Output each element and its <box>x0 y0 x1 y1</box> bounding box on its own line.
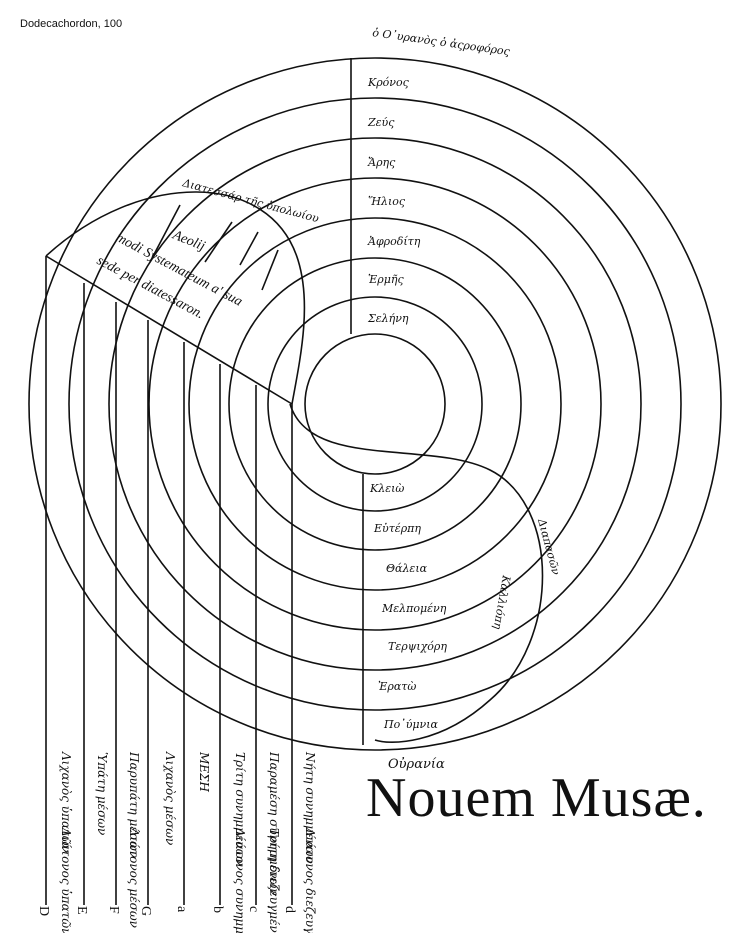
planet-labels: Κρόνος Ζεύς Ἄρης Ἥλιος Ἀφροδίτη Ἑρμῆς Σε… <box>367 76 421 325</box>
diapason-label: Διαπασῶν <box>535 516 563 576</box>
diatessaron-arc <box>45 191 306 405</box>
pitch-letter: E <box>74 906 89 915</box>
pointer-tick <box>149 204 181 263</box>
pointer-tick <box>261 249 279 291</box>
ring-ares <box>148 177 602 631</box>
column-label: Νήτη συνημμένων <box>303 751 317 864</box>
ring-helios <box>188 217 562 591</box>
page-caption: Dodecachordon, 100 <box>20 18 123 30</box>
column-label: Παραμέση συνημμένων <box>267 751 281 896</box>
column-label-bottom: Διάτονος διεζευγμένων <box>303 827 317 933</box>
column-label: Λιχανὸς ὑπατῶν <box>59 751 73 853</box>
sky-label: ὁ Ο᾽υρανὸς ὁ ἀςροφόρος <box>372 26 512 58</box>
muse-label: Θάλεια <box>386 562 428 575</box>
pitch-letter: G <box>138 906 153 916</box>
column-label: Τρίτη συνημμένων <box>233 752 247 866</box>
latin-line-2: sede per diatessaron. <box>94 253 206 322</box>
ring-kronos <box>68 97 682 711</box>
column-labels: Λιχανὸς ὑπατῶν Ὑπάτη μέσων Παρυπάτη μέσω… <box>59 751 317 896</box>
column-labels-bottom: Διάτονος ὑπατῶν Διάτονος μέσων Διάτονος … <box>59 827 317 933</box>
pitch-letter: b <box>210 906 225 913</box>
muse-label: Τερψιχόρη <box>388 640 447 653</box>
column-label: Παρυπάτη μέσων <box>127 751 141 858</box>
muse-label: Εὐτέρπη <box>373 522 421 535</box>
pointer-tick <box>239 231 259 266</box>
muse-labels: Κλειὼ Εὐτέρπη Θάλεια Μελπομένη Τερψιχόρη… <box>369 482 447 731</box>
planet-label: Κρόνος <box>367 76 410 89</box>
planet-label: Ἥλιος <box>368 195 406 208</box>
column-label-bottom: Διάτονος συνημμένων <box>233 827 247 933</box>
column-label: Λιχανὸς μέσων <box>163 751 177 845</box>
planet-label: Ζεύς <box>367 116 395 129</box>
figure-title: Nouem Musæ. <box>366 767 707 829</box>
column-label-bottom: Τρίτη διεζευγμένων <box>267 828 281 933</box>
ring-hermes <box>267 296 483 512</box>
muse-label: Κλειὼ <box>369 482 404 495</box>
column-label-bottom: Διάτονος μέσων <box>127 827 141 928</box>
outer-circle <box>28 57 722 751</box>
planet-label: Ἄρης <box>367 156 396 169</box>
planet-label: Ἑρμῆς <box>368 273 404 286</box>
column-label: Ὑπάτη μέσων <box>95 752 109 835</box>
planet-label: Σελήνη <box>367 312 409 325</box>
diatessaron-label: Διατεσσάρ τῆς ὑπολωίου <box>180 176 320 225</box>
pitch-letter: D <box>36 906 51 916</box>
planet-label: Ἀφροδίτη <box>367 235 421 248</box>
muse-label: Πο᾽ύμνια <box>383 718 439 731</box>
pitch-letters: D E F G a b c d <box>36 906 297 916</box>
column-label: ΜΕΣΗ <box>197 751 211 793</box>
column-label-bottom: Διάτονος ὑπατῶν <box>59 827 73 933</box>
kalliope-label: Καλλιόπη <box>491 573 513 630</box>
pointer-tick <box>204 221 233 263</box>
diapason-arc <box>289 403 544 743</box>
diatessaron-chord <box>45 255 293 405</box>
pitch-letter: F <box>106 906 121 914</box>
muse-label: Ἐρατὼ <box>378 680 416 693</box>
urania-label: Οὐρανία <box>388 757 445 772</box>
pitch-letter: a <box>174 906 189 913</box>
muse-label: Μελπομένη <box>381 602 447 615</box>
pitch-letter: d <box>282 906 297 913</box>
inner-hub <box>304 333 446 475</box>
ring-zeus <box>108 137 642 671</box>
aeolii-label: Aeolij <box>170 227 208 254</box>
pitch-letter: c <box>246 906 261 912</box>
ring-aphrodite <box>228 257 522 551</box>
